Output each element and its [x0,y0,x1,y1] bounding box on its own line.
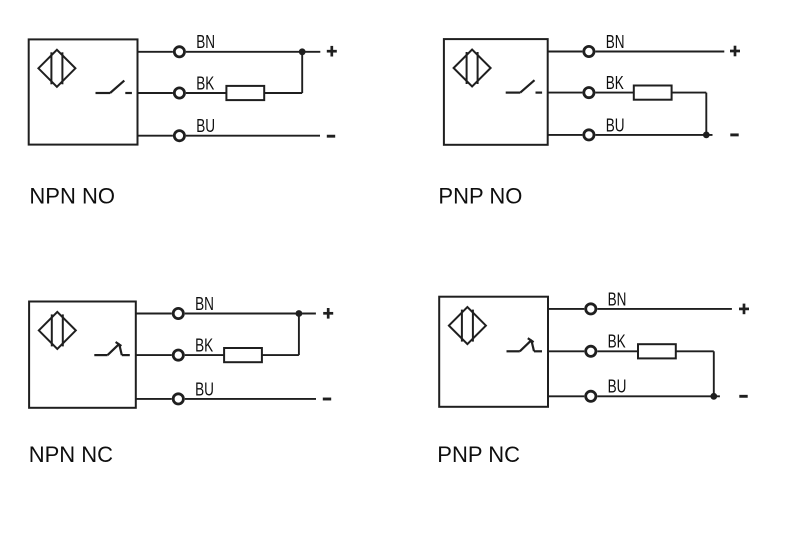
svg-text:BU: BU [196,116,215,136]
svg-text:NPN NC: NPN NC [29,442,113,467]
svg-text:BN: BN [608,289,627,309]
svg-text:BK: BK [608,332,626,352]
svg-text:NPN NO: NPN NO [29,184,115,209]
svg-text:BK: BK [195,336,213,356]
svg-text:PNP NO: PNP NO [438,184,522,209]
svg-text:BK: BK [606,73,624,93]
svg-text:BU: BU [195,379,214,399]
svg-text:BU: BU [606,115,625,135]
svg-text:BN: BN [195,294,214,314]
svg-text:BN: BN [606,32,625,52]
svg-text:PNP NC: PNP NC [437,442,520,467]
svg-text:BK: BK [196,73,214,93]
svg-text:BU: BU [608,377,627,397]
svg-text:BN: BN [196,32,215,52]
